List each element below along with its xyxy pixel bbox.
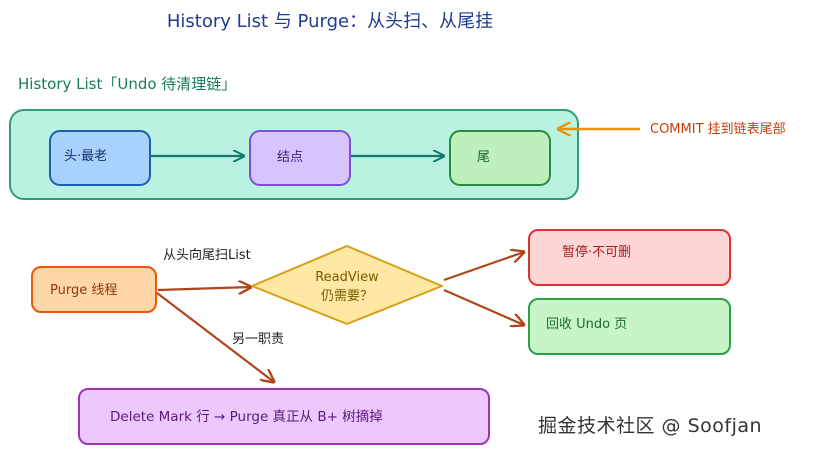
- other-duty-label: 另一职责: [232, 332, 284, 347]
- purge-thread-node: [31, 266, 157, 313]
- delete-mark-node: [78, 388, 490, 445]
- commit-note: COMMIT 挂到链表尾部: [650, 122, 786, 137]
- purge-thread-label: Purge 线程: [50, 283, 117, 298]
- pause-node-label: 暂停·不可删: [562, 244, 631, 260]
- arrow-decision-to-pause: [443, 252, 524, 282]
- tail-node-label: 尾: [477, 150, 490, 165]
- decision-line-1: ReadView: [315, 270, 379, 285]
- scan-label: 从头向尾扫List: [163, 247, 251, 263]
- recycle-node-label: 回收 Undo 页: [546, 317, 627, 332]
- middle-node: [249, 130, 351, 186]
- head-node: [49, 130, 151, 186]
- middle-node-label: 结点: [277, 150, 303, 165]
- head-node-label: 头·最老: [64, 149, 107, 164]
- history-list-label: History List「Undo 待清理链」: [18, 75, 236, 93]
- decision-line-2: 仍需要？: [321, 289, 373, 304]
- arrow-decision-to-recycle: [443, 288, 524, 325]
- diagram-title: History List 与 Purge：从头扫、从尾挂: [167, 11, 493, 32]
- delete-mark-label: Delete Mark 行 → Purge 真正从 B+ 树摘掉: [110, 408, 383, 425]
- recycle-node: [528, 298, 731, 355]
- watermark: 掘金技术社区 @ Soofjan: [538, 415, 763, 437]
- tail-node: [449, 130, 551, 186]
- arrow-purge-to-delete-mark: [156, 292, 274, 382]
- pause-node: [528, 229, 731, 286]
- arrow-purge-to-decision: [157, 287, 251, 290]
- readview-decision: [251, 245, 443, 325]
